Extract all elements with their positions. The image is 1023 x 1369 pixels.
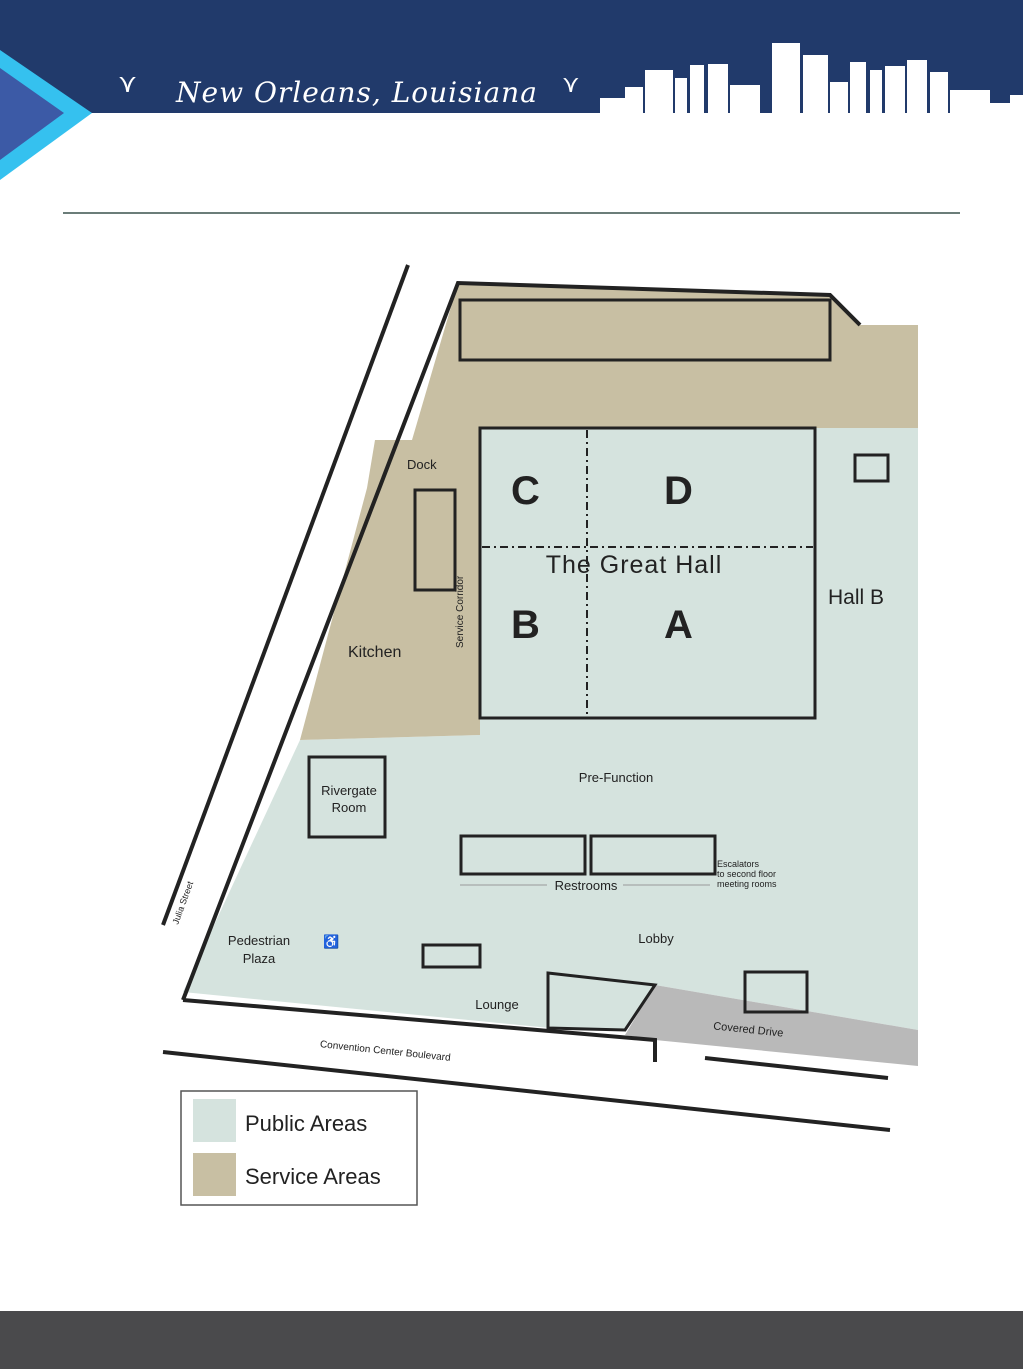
covered-drive-area: [625, 985, 918, 1066]
legend-swatch-service: [193, 1153, 236, 1196]
plaza-label-1: Pedestrian: [228, 933, 290, 948]
escalators-label-3: meeting rooms: [717, 879, 777, 889]
legend-label-service: Service Areas: [245, 1164, 381, 1189]
legend: Public Areas Service Areas: [180, 1090, 418, 1206]
lobby-label: Lobby: [638, 931, 674, 946]
chevron-inner: [0, 68, 64, 160]
rivergate-label-2: Room: [332, 800, 367, 815]
streets: [161, 264, 891, 1132]
skyline-icon: [600, 43, 1023, 114]
header-graphics: ⋎ ⋎: [0, 43, 1023, 180]
walls: [307, 298, 890, 1032]
bird-icon: ⋎: [118, 68, 137, 98]
section-dividers: [482, 430, 813, 716]
boulevard-label: Convention Center Boulevard: [319, 1039, 451, 1064]
section-b-label: B: [511, 603, 540, 647]
service-area: [300, 283, 918, 740]
pre-function-label: Pre-Function: [579, 770, 653, 785]
legend-swatch-public: [193, 1099, 236, 1142]
kitchen-label: Kitchen: [348, 644, 401, 661]
restrooms-label-bg: [547, 877, 623, 891]
section-a-label: A: [664, 603, 693, 647]
escalators-label-1: Escalators: [717, 859, 760, 869]
floor-plan-map: C D B A The Great Hall Hall B Dock Kitch…: [161, 264, 918, 1206]
hall-b-label: Hall B: [828, 586, 884, 609]
footer-bar: [0, 1311, 1023, 1369]
great-hall-label: The Great Hall: [546, 551, 723, 579]
escalators-label-2: to second floor: [717, 869, 776, 879]
section-c-label: C: [511, 469, 540, 513]
rivergate-label-1: Rivergate: [321, 783, 377, 798]
bird-icon: ⋎: [562, 71, 580, 98]
accessible-icon: ♿: [323, 934, 339, 949]
service-corridor-label: Service Corridor: [455, 575, 466, 648]
divider: [63, 212, 960, 214]
restrooms-label: Restrooms: [555, 878, 618, 893]
section-d-label: D: [664, 469, 693, 513]
page-title: New Orleans, Louisiana: [176, 76, 538, 109]
legend-label-public: Public Areas: [245, 1111, 367, 1136]
lounge-label: Lounge: [475, 997, 518, 1012]
public-area: [183, 428, 918, 1030]
dock-label: Dock: [407, 457, 437, 472]
julia-street-label: Julia Street: [170, 879, 195, 925]
plaza-label-2: Plaza: [243, 951, 276, 966]
